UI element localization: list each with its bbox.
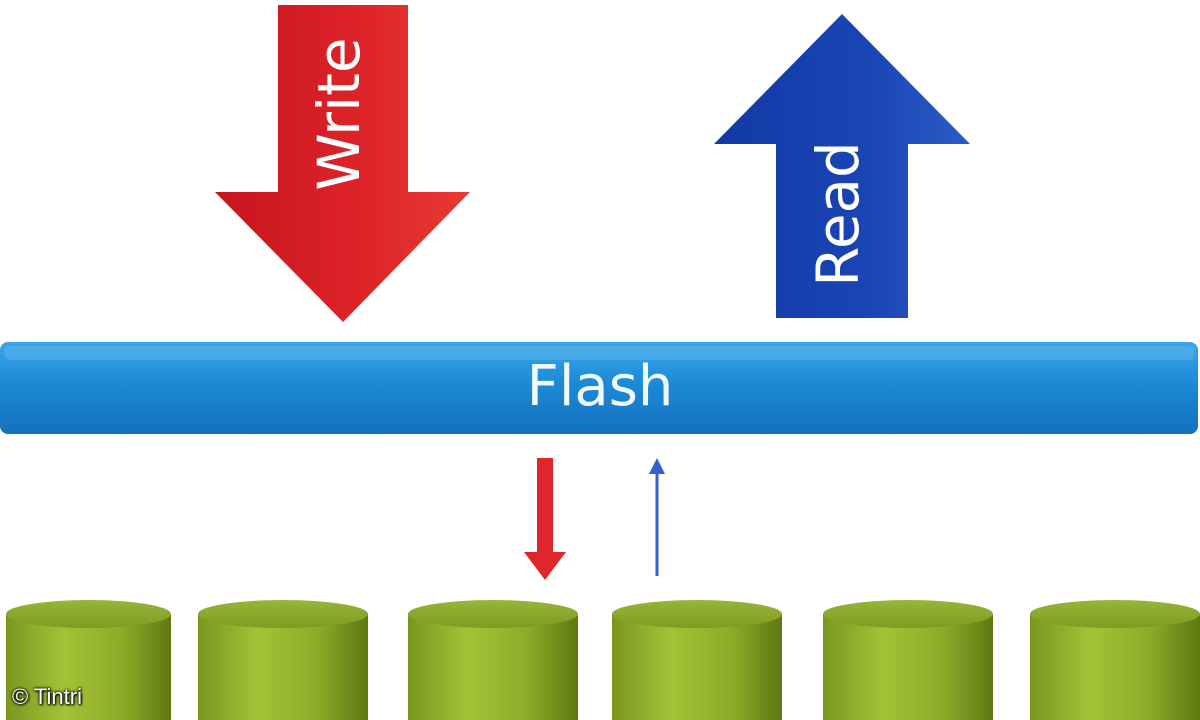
flash-label: Flash [527,354,674,419]
disk-body [198,614,368,720]
read-arrow-shape [714,14,970,318]
small-write-arrow-shape [524,458,566,580]
write-arrow-shape [215,5,470,322]
disk-3 [408,600,578,720]
disk-top [823,600,993,628]
copyright-credit: © Tintri [12,684,82,709]
disk-4 [612,600,782,720]
write-arrow: Write [215,5,470,322]
disk-top [408,600,578,628]
small-read-arrow [649,458,665,576]
read-arrow: Read [714,14,970,318]
disk-2 [198,600,368,720]
flash-bar-shape [0,342,1198,434]
small-read-arrow-head [649,458,665,474]
disk-body [1030,614,1200,720]
disk-top [198,600,368,628]
disk-body [6,614,171,720]
disk-5 [823,600,993,720]
disk-body [408,614,578,720]
disk-body [612,614,782,720]
disk-top [6,600,171,628]
disk-6 [1030,600,1200,720]
flash-bar: Flash [0,342,1198,434]
read-label: Read [804,141,872,287]
disk-top [612,600,782,628]
small-write-arrow [524,458,566,580]
write-label: Write [305,37,373,190]
flash-bar-highlight [4,346,1194,360]
disk-top [1030,600,1200,628]
disk-1 [6,600,171,720]
disk-body [823,614,993,720]
